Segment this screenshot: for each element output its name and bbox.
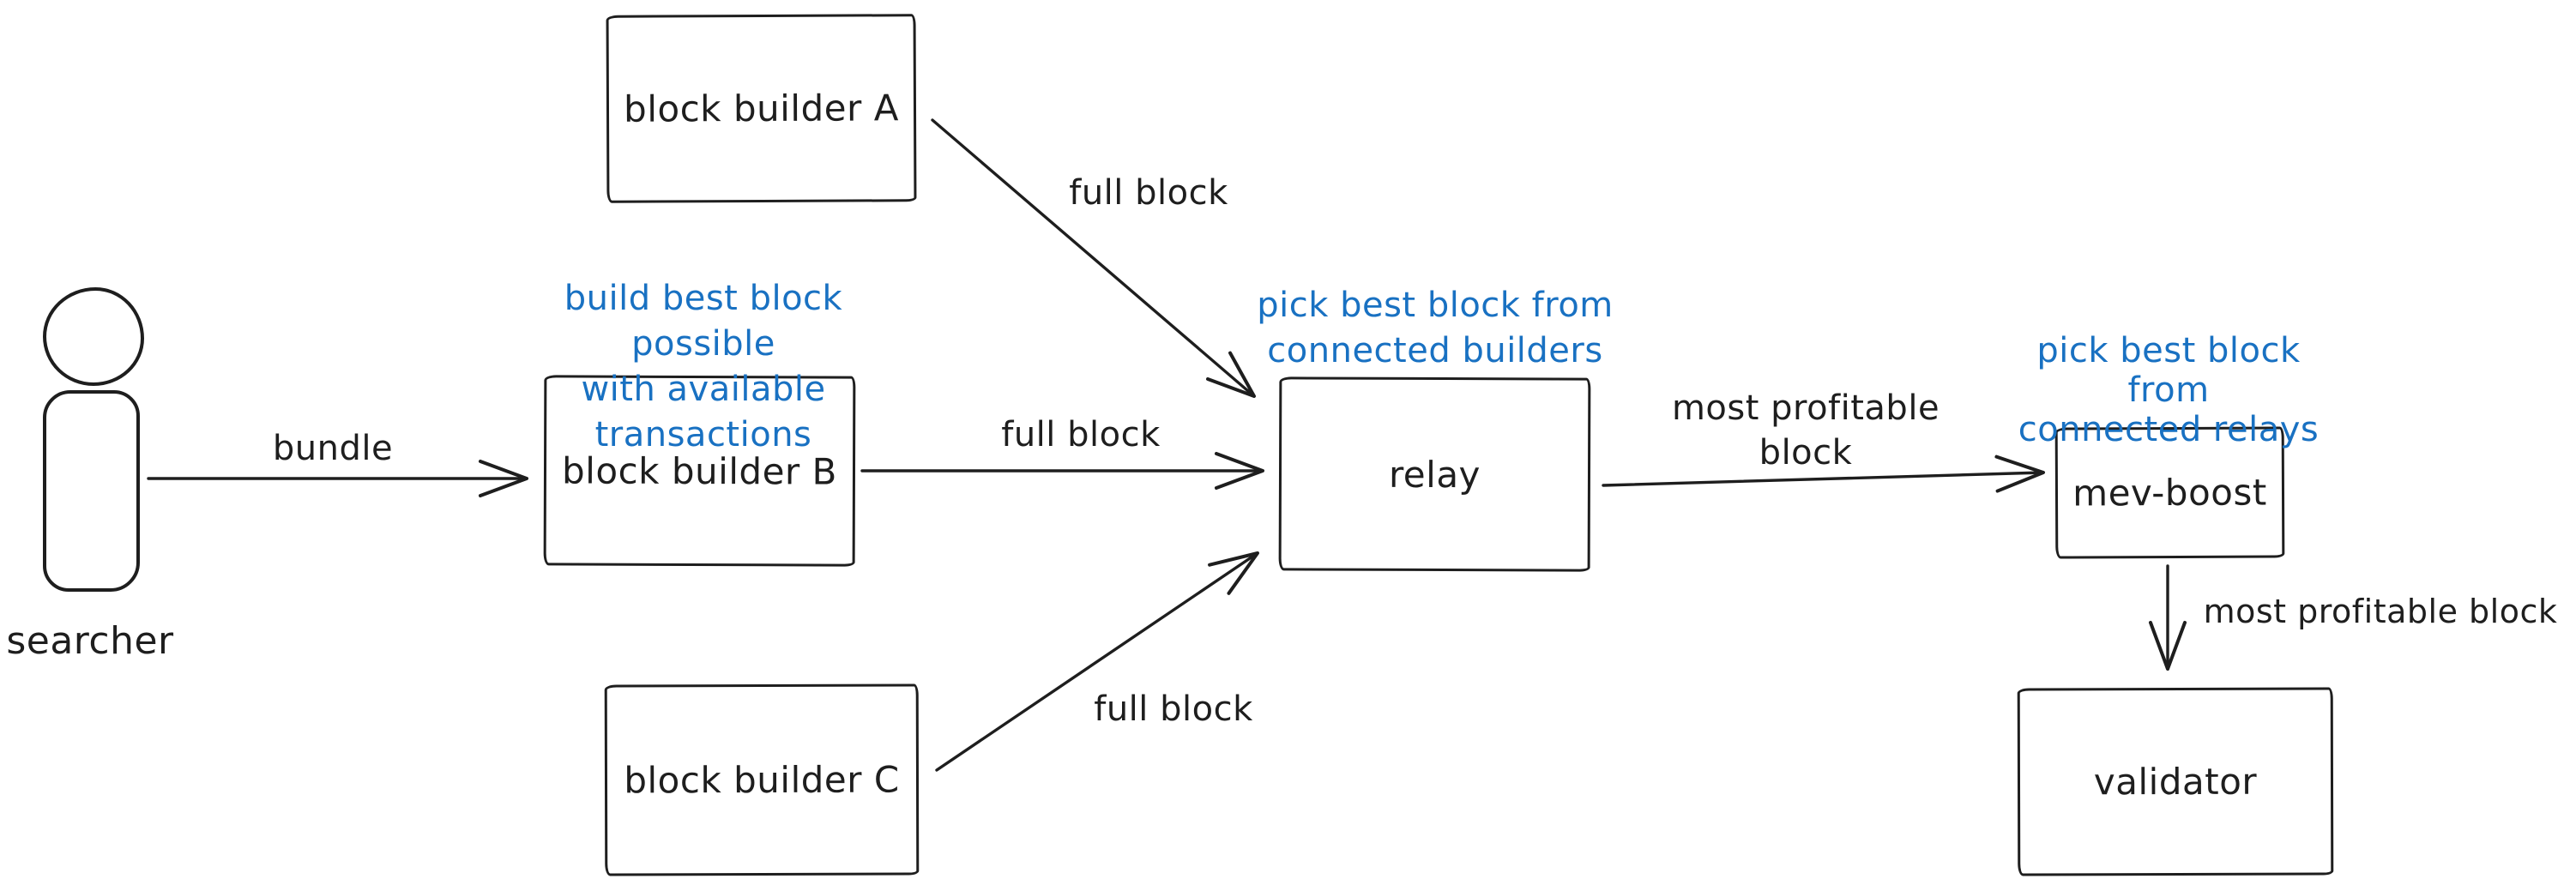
full-block-label-c: full block (1094, 689, 1253, 729)
node-mev-boost-label: mev-boost (2072, 471, 2267, 515)
node-block-builder-a-label: block builder A (624, 87, 899, 130)
searcher-head-icon (43, 287, 144, 386)
node-block-builder-a: block builder A (606, 14, 917, 203)
node-validator-label: validator (2093, 760, 2258, 804)
builder-c-to-relay-arrow (935, 551, 1259, 772)
annotation-relay-line1: pick best block from (1257, 286, 1614, 325)
most-profitable-block-label-line2: block (1759, 433, 1853, 473)
annotation-mev-boost-line1: pick best block from (2036, 331, 2301, 410)
node-block-builder-c-label: block builder C (624, 758, 900, 802)
builder-a-to-relay-arrow (931, 118, 1256, 398)
node-relay-label: relay (1388, 453, 1481, 496)
node-block-builder-c: block builder C (604, 683, 920, 876)
node-validator: validator (2017, 687, 2334, 876)
bundle-edge-label: bundle (272, 429, 394, 468)
annotation-mev-boost: pick best block from connected relays (1993, 331, 2344, 449)
annotation-builders-line1: build best block possible (564, 279, 843, 364)
most-profitable-block-label-2: most profitable block (2203, 593, 2558, 630)
node-relay: relay (1278, 376, 1591, 572)
full-block-label-a: full block (1069, 173, 1228, 213)
searcher-label: searcher (6, 619, 174, 663)
annotation-builders-line2: with available transactions (581, 370, 826, 455)
annotation-builders: build best block possible with available… (489, 276, 918, 458)
searcher-body-icon (43, 390, 140, 592)
annotation-relay: pick best block from connected builders (1221, 283, 1650, 374)
annotation-relay-line2: connected builders (1267, 331, 1603, 370)
annotation-mev-boost-line2: connected relays (2018, 410, 2320, 449)
most-profitable-block-label: most profitable block (1634, 386, 1977, 475)
relay-to-mevboost-arrow (1602, 455, 2045, 493)
most-profitable-block-label-line1: most profitable (1671, 388, 1940, 428)
full-block-label-b: full block (1001, 415, 1161, 455)
